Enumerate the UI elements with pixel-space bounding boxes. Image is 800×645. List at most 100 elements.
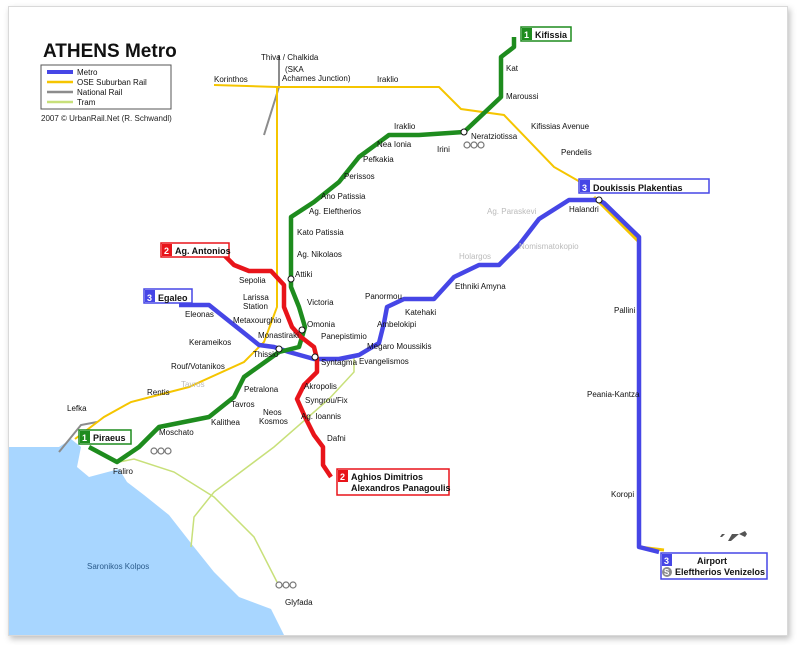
station-label: Maroussi bbox=[506, 92, 539, 101]
svg-text:Alexandros Panagoulis: Alexandros Panagoulis bbox=[351, 483, 451, 493]
station-label: Korinthos bbox=[214, 75, 248, 84]
station-label: Irini bbox=[437, 145, 450, 154]
svg-text:3: 3 bbox=[582, 183, 587, 193]
line1-green bbox=[87, 37, 517, 465]
station-label: Katehaki bbox=[405, 308, 436, 317]
terminus-piraeus: 1 Piraeus bbox=[78, 429, 132, 445]
svg-text:Aghios Dimitrios: Aghios Dimitrios bbox=[351, 472, 423, 482]
tram-line-center bbox=[190, 355, 355, 548]
svg-text:Piraeus: Piraeus bbox=[93, 433, 126, 443]
station-label: Petralona bbox=[244, 385, 279, 394]
station-labels: Kat Maroussi Neratziotissa Irini Iraklio… bbox=[67, 53, 640, 607]
station-label: Ag. Eleftherios bbox=[309, 207, 361, 216]
svg-text:Eleftherios Venizelos: Eleftherios Venizelos bbox=[675, 567, 765, 577]
station-label: Kato Patissia bbox=[297, 228, 344, 237]
svg-text:Airport: Airport bbox=[697, 556, 727, 566]
svg-text:Egaleo: Egaleo bbox=[158, 293, 188, 303]
interchange-attiki bbox=[287, 275, 295, 283]
line3-egaleo-branch bbox=[179, 197, 660, 555]
station-label: (SKA bbox=[285, 65, 304, 74]
station-label: Attiki bbox=[295, 270, 313, 279]
legend-metro-label: Metro bbox=[77, 68, 98, 77]
legend: Metro OSE Suburban Rail National Rail Tr… bbox=[40, 64, 172, 110]
svg-text:Doukissis Plakentias: Doukissis Plakentias bbox=[593, 183, 683, 193]
metro-map: Saronikos Kolpos ATHENS Metro Metro OSE … bbox=[9, 26, 768, 635]
interchange-monastiraki bbox=[275, 345, 283, 353]
svg-text:2: 2 bbox=[340, 472, 345, 482]
station-label: Kifissias Avenue bbox=[531, 122, 590, 131]
station-label: Victoria bbox=[307, 298, 334, 307]
olympic-venue-icon bbox=[275, 581, 297, 589]
interchange-syntagma bbox=[311, 353, 319, 361]
station-label: Neratziotissa bbox=[471, 132, 518, 141]
national-rail-piraeus bbox=[58, 421, 98, 453]
station-label: Pallini bbox=[614, 306, 636, 315]
station-label: Metaxourghio bbox=[233, 316, 282, 325]
station-label: Larissa bbox=[243, 293, 269, 302]
svg-text:1: 1 bbox=[524, 30, 529, 40]
station-label: Ag. Paraskevi bbox=[487, 207, 537, 216]
station-label: Akropolis bbox=[304, 382, 337, 391]
station-label: Rouf/Votanikos bbox=[171, 362, 225, 371]
station-label: Panepistimio bbox=[321, 332, 367, 341]
station-label: Faliro bbox=[113, 467, 134, 476]
station-label: Lefka bbox=[67, 404, 87, 413]
station-label: Ano Patissia bbox=[321, 192, 366, 201]
interchange-omonia bbox=[298, 326, 306, 334]
station-label: Halandri bbox=[569, 205, 599, 214]
station-label: Thissio bbox=[253, 350, 279, 359]
station-label: Pefkakia bbox=[363, 155, 394, 164]
station-label: Tavros bbox=[231, 400, 255, 409]
legend-suburban-label: OSE Suburban Rail bbox=[77, 78, 147, 87]
station-label: Omonia bbox=[307, 320, 336, 329]
station-label: Megaro Moussikis bbox=[367, 342, 431, 351]
station-label: Koropi bbox=[611, 490, 634, 499]
map-frame: Saronikos Kolpos ATHENS Metro Metro OSE … bbox=[8, 6, 788, 636]
station-label: Syngrou/Fix bbox=[305, 396, 348, 405]
station-label: Iraklio bbox=[394, 122, 416, 131]
terminus-airport: 3 S Airport Eleftherios Venizelos bbox=[660, 552, 768, 580]
map-credit: 2007 © UrbanRail.Net (R. Schwandl) bbox=[41, 114, 172, 123]
line2-red bbox=[222, 253, 333, 479]
station-label: Moschato bbox=[159, 428, 194, 437]
terminus-ag-antonios: 2 Ag. Antonios bbox=[160, 242, 231, 258]
legend-tram-label: Tram bbox=[77, 98, 96, 107]
airplane-icon bbox=[719, 531, 747, 541]
station-label: Nomismatokopio bbox=[519, 242, 579, 251]
station-label: Iraklio bbox=[377, 75, 399, 84]
sea-area bbox=[9, 439, 284, 635]
station-label: Monastiraki bbox=[258, 331, 299, 340]
station-label: Acharnes Junction) bbox=[282, 74, 351, 83]
station-label: Tavros bbox=[181, 380, 205, 389]
svg-text:3: 3 bbox=[664, 556, 669, 566]
station-label: Peania-Kantza bbox=[587, 390, 640, 399]
terminus-egaleo: 3 Egaleo bbox=[143, 288, 193, 304]
suburban-rail-west bbox=[74, 87, 278, 440]
sea-label: Saronikos Kolpos bbox=[87, 562, 149, 571]
terminus-ag-dimitrios: 2 Aghios Dimitrios Alexandros Panagoulis bbox=[336, 468, 451, 496]
station-label: Eleonas bbox=[185, 310, 214, 319]
map-title: ATHENS Metro bbox=[43, 41, 177, 62]
station-label: Dafni bbox=[327, 434, 346, 443]
interchange-markers bbox=[275, 128, 603, 361]
interchange-doukissis bbox=[595, 196, 603, 204]
svg-text:1: 1 bbox=[82, 433, 87, 443]
station-label: Syntagma bbox=[321, 358, 358, 367]
station-label: Holargos bbox=[459, 252, 491, 261]
olympic-venue-icon bbox=[463, 141, 485, 149]
station-label: Glyfada bbox=[285, 598, 313, 607]
station-label: Pendelis bbox=[561, 148, 592, 157]
station-label: Kalithea bbox=[211, 418, 240, 427]
svg-text:S: S bbox=[664, 568, 670, 577]
station-label: Evangelismos bbox=[359, 357, 409, 366]
olympic-venue-icon bbox=[150, 447, 172, 455]
svg-text:2: 2 bbox=[164, 246, 169, 256]
station-label: Nea Ionia bbox=[377, 140, 412, 149]
terminus-doukissis: 3 Doukissis Plakentias bbox=[578, 178, 710, 194]
station-label: Station bbox=[243, 302, 268, 311]
svg-text:Ag. Antonios: Ag. Antonios bbox=[175, 246, 231, 256]
station-label: Sepolia bbox=[239, 276, 266, 285]
terminus-kifissia: 1 Kifissia bbox=[520, 26, 572, 42]
interchange-neratziotissa bbox=[460, 128, 468, 136]
svg-text:3: 3 bbox=[147, 293, 152, 303]
